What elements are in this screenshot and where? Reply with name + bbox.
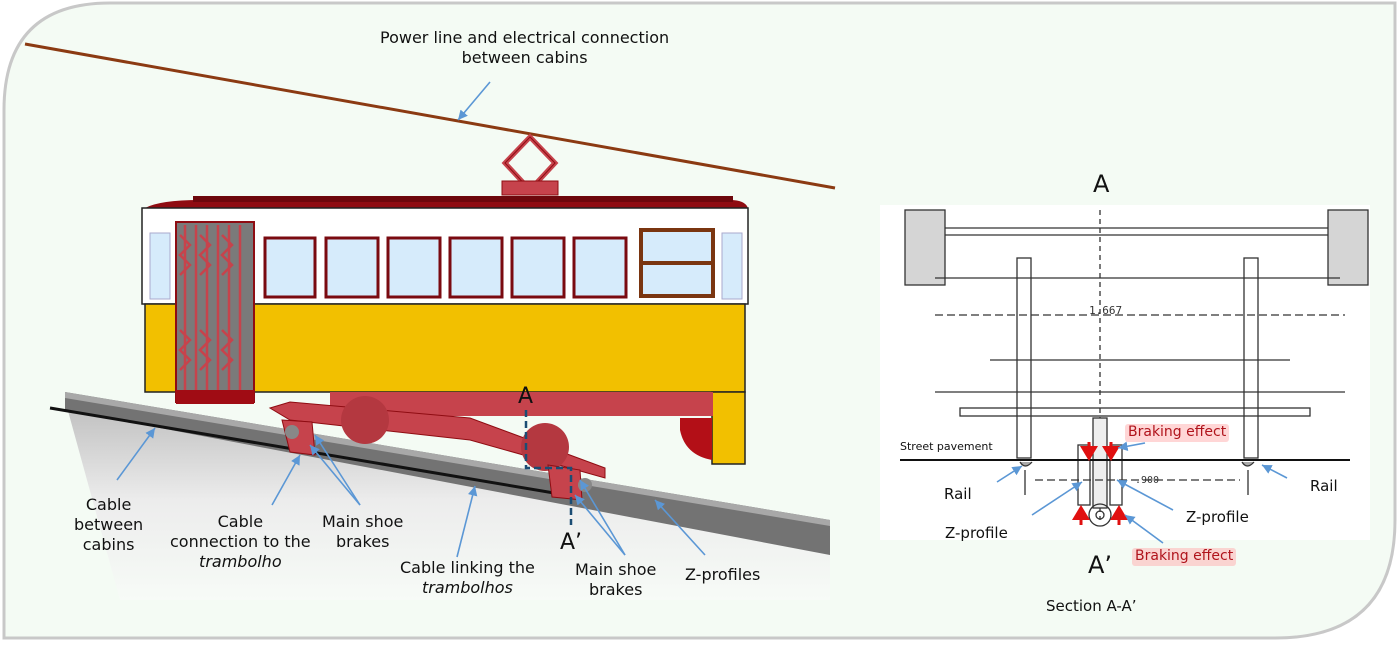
tram-windows <box>263 236 628 299</box>
ground-slope <box>65 400 830 600</box>
label-cable-connection-trambolho: Cable connection to the trambolho <box>170 512 311 571</box>
dim-gauge: 1.667 <box>1089 304 1122 317</box>
label-section-a-left: A <box>518 384 534 409</box>
label-main-shoe-brakes-1: Main shoe brakes <box>322 512 404 551</box>
annotation-arrows <box>116 81 706 558</box>
label-main-shoe-brakes-2: Main shoe brakes <box>575 560 657 599</box>
power-line <box>24 42 836 190</box>
section-line-a-a-prime <box>524 410 573 525</box>
section-annotation-arrows <box>996 441 1288 544</box>
section-drawing: 1.667 .900 <box>880 205 1370 544</box>
label-section-caption: Section A-A’ <box>1046 597 1137 615</box>
label-section-a-prime-left: A’ <box>560 530 583 555</box>
label-street-pavement: Street pavement <box>900 440 993 453</box>
label-power-line: Power line and electrical connection bet… <box>380 28 670 67</box>
dim-slot: .900 <box>1135 475 1159 486</box>
label-braking-effect-top: Braking effect <box>1125 424 1230 442</box>
label-cable-between-cabins: Cable between cabins <box>74 495 144 554</box>
label-z-profiles: Z-profiles <box>685 565 761 584</box>
label-z-profile-left: Z-profile <box>945 524 1008 542</box>
pantograph <box>501 133 559 196</box>
label-cable-linking-trambolhos: Cable linking the trambolhos <box>400 558 535 597</box>
label-section-a-right: A <box>1093 170 1110 198</box>
label-braking-effect-bottom: Braking effect <box>1132 548 1237 566</box>
label-section-a-prime-right: A’ <box>1088 551 1113 579</box>
tram-driver-window <box>639 228 715 298</box>
label-rail-left: Rail <box>944 485 972 503</box>
left-view <box>24 42 836 600</box>
braking-arrows <box>1072 442 1128 525</box>
label-rail-right: Rail <box>1310 477 1338 495</box>
z-profile-rail <box>65 392 830 555</box>
bogie-trambolho <box>268 396 606 501</box>
label-z-profile-right: Z-profile <box>1186 508 1249 526</box>
tram-door <box>175 221 255 404</box>
